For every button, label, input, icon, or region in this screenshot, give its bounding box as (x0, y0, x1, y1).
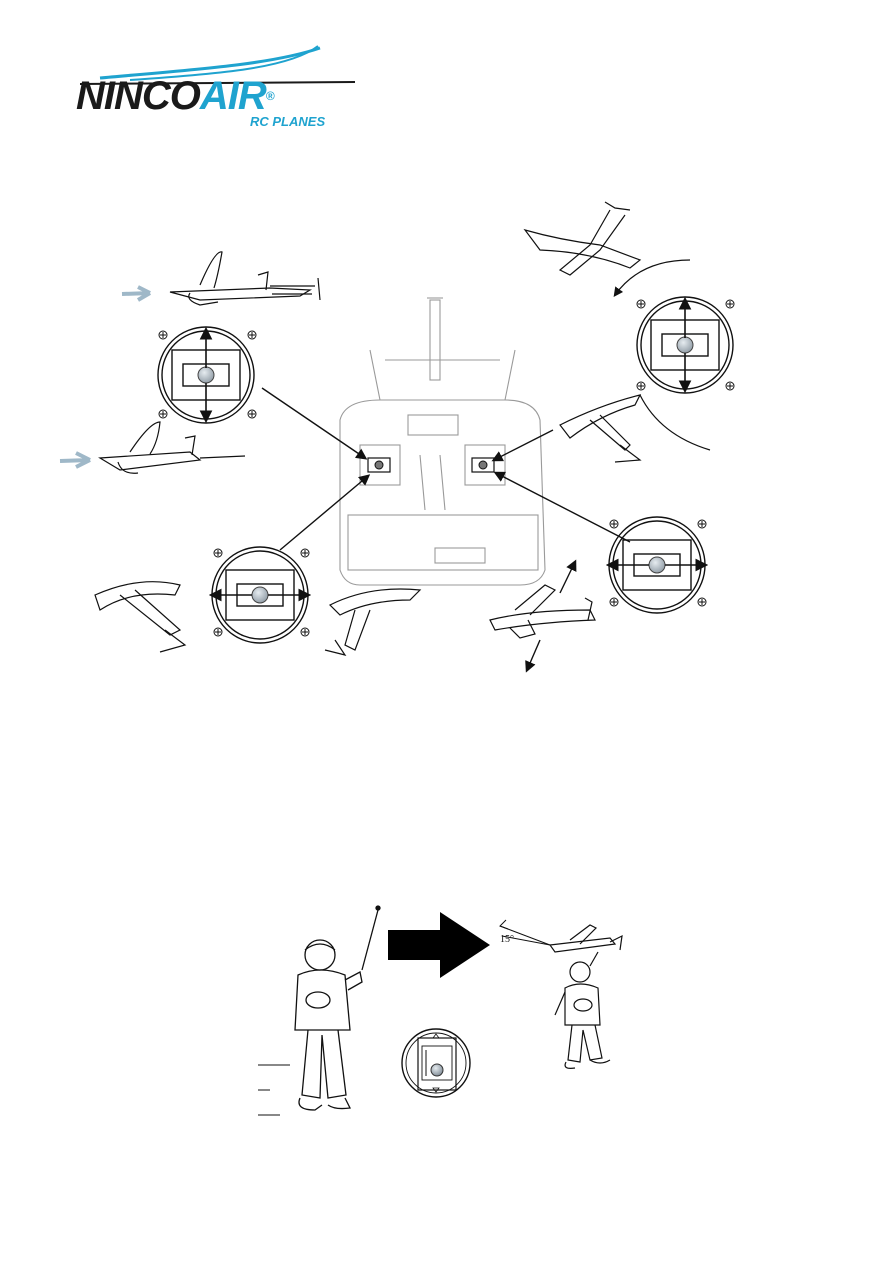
pitch-down-curve-arrow (615, 260, 690, 295)
brand-logo: NINCOAIR® RC PLANES (70, 40, 370, 130)
roll-up-arrow (560, 562, 575, 593)
plane-roll (490, 585, 595, 638)
logo-subtitle: RC PLANES (250, 114, 325, 129)
plane-slow-forward (100, 422, 245, 473)
launch-angle-arrowhead (500, 920, 508, 929)
logo-registered-mark: ® (266, 89, 274, 103)
plane-pitch-down (525, 202, 640, 275)
pilot-with-transmitter (295, 906, 380, 1110)
launch-plane (550, 925, 622, 952)
roll-down-arrow (527, 640, 540, 670)
aileron-stick-detail (609, 517, 706, 613)
launching-person (555, 952, 610, 1068)
logo-brand-part2: AIR (200, 74, 266, 118)
launch-procedure-diagram: 15° (250, 900, 650, 1130)
logo-brand-part1: NINCO (76, 74, 200, 118)
launch-direction-arrow (388, 912, 490, 978)
plane-yaw-left (95, 582, 185, 652)
transmitter-controls-diagram (0, 190, 893, 710)
rudder-stick-detail (212, 547, 309, 643)
launch-angle-label: 15° (500, 934, 514, 945)
plane-pitch-up (560, 395, 640, 462)
plane-fast-forward (170, 252, 320, 305)
pilot-ground-lines (258, 1065, 290, 1115)
transmitter-illustration (340, 298, 545, 585)
plane-yaw-right (325, 589, 420, 655)
fast-motion-arrow (122, 287, 150, 300)
throttle-stick-detail (158, 327, 256, 423)
slow-motion-arrow (60, 453, 90, 467)
elevator-stick-detail (637, 297, 734, 393)
throttle-position-detail (402, 1029, 470, 1097)
pitch-up-curve (640, 395, 710, 450)
